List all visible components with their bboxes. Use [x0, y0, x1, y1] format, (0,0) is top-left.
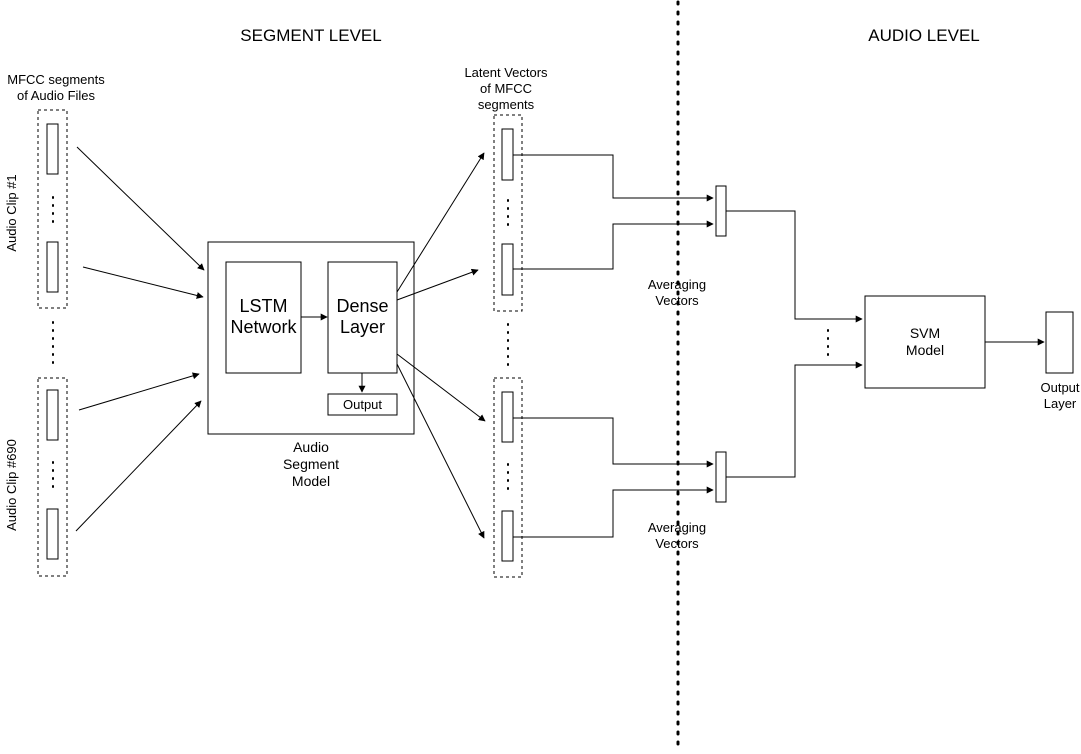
latent-vectors-label-line1: Latent Vectors	[464, 65, 548, 80]
audio-segment-model-caption-line3: Model	[291, 473, 331, 489]
mfcc-segments-label: MFCC segments of Audio Files	[0, 72, 112, 104]
audio-level-heading: AUDIO LEVEL	[868, 26, 980, 45]
clip1-segment-bottom	[46, 241, 59, 293]
averaging-vectors-top-line1: Averaging	[647, 277, 707, 292]
arrow-dense-to-latent-4	[396, 363, 485, 539]
dense-layer-box	[327, 261, 398, 374]
clip1-dashed-group	[37, 109, 68, 309]
connector-avg2-to-svm	[726, 361, 863, 478]
output-box	[327, 393, 398, 416]
latent-group2-dashed	[493, 377, 523, 578]
connector-latent2-bottom-to-avg2	[513, 486, 714, 538]
clip690-segment-top	[46, 389, 59, 441]
arrow-clip690-bottom-to-model	[75, 400, 202, 532]
latent-group1-vector-bottom	[501, 243, 514, 296]
arrow-clip690-top-to-model	[78, 372, 200, 411]
audio-clip-690-label: Audio Clip #690	[4, 439, 19, 531]
dense-layer-label-line2: Layer	[339, 317, 386, 337]
averaging-vectors-top-label: Averaging Vectors	[627, 277, 727, 309]
output-layer-box	[1045, 311, 1074, 374]
latent-vectors-label: Latent Vectors of MFCC segments	[448, 65, 564, 113]
dense-layer-label-line1: Dense	[336, 296, 389, 316]
audio-clip-1-label: Audio Clip #1	[4, 174, 19, 252]
arrow-dense-to-latent-3	[396, 353, 486, 422]
segment-level-heading: SEGMENT LEVEL	[240, 26, 382, 45]
averaging-vectors-bottom-label: Averaging Vectors	[627, 520, 727, 552]
mfcc-segments-label-line1: MFCC segments	[7, 72, 105, 87]
latent-vectors-label-line2: of MFCC	[480, 81, 532, 96]
averaging-block-bottom	[715, 451, 727, 503]
latent-group1-dashed	[493, 114, 523, 312]
averaging-vectors-bottom-line1: Averaging	[647, 520, 707, 535]
averaging-vectors-top-line2: Vectors	[655, 293, 699, 308]
averaging-vectors-bottom-line2: Vectors	[655, 536, 699, 551]
arrow-clip1-bottom-to-model	[82, 266, 204, 299]
connector-latent1-top-to-avg1	[513, 154, 714, 202]
dense-layer-label: Dense Layer	[328, 296, 397, 338]
clip1-segment-top	[46, 123, 59, 175]
latent-group2-vector-top	[501, 391, 514, 443]
mfcc-segments-label-line2: of Audio Files	[16, 88, 96, 103]
latent-group2-vector-bottom	[501, 510, 514, 562]
audio-segment-model-caption: Audio Segment Model	[261, 439, 361, 490]
output-box-label: Output	[342, 397, 383, 412]
audio-segment-model-caption-line1: Audio	[293, 439, 329, 455]
arrow-dense-to-latent-2	[396, 268, 479, 301]
svm-model-label-line2: Model	[905, 342, 945, 358]
svm-model-label: SVM Model	[865, 325, 985, 359]
output-layer-label-line2: Layer	[1043, 396, 1077, 411]
arrow-dense-to-latent-1	[396, 152, 485, 293]
audio-segment-model-caption-line2: Segment	[282, 456, 340, 472]
lstm-network-label: LSTM Network	[226, 296, 301, 338]
clip690-dashed-group	[37, 377, 68, 577]
latent-group1-vector-top	[501, 128, 514, 181]
latent-vectors-label-line3: segments	[477, 97, 535, 112]
lstm-network-label-line2: Network	[230, 317, 297, 337]
arrow-clip1-top-to-model	[76, 146, 205, 271]
output-layer-label: Output Layer	[1024, 380, 1081, 412]
connector-latent2-top-to-avg2	[513, 417, 714, 468]
clip690-segment-bottom	[46, 508, 59, 560]
lstm-network-label-line1: LSTM	[239, 296, 288, 316]
svm-model-box	[864, 295, 986, 389]
connector-avg1-to-svm	[726, 210, 863, 323]
output-layer-label-line1: Output	[1040, 380, 1080, 395]
connector-latent1-bottom-to-avg1	[513, 220, 714, 270]
averaging-block-top	[715, 185, 727, 237]
svm-model-label-line1: SVM	[909, 325, 941, 341]
